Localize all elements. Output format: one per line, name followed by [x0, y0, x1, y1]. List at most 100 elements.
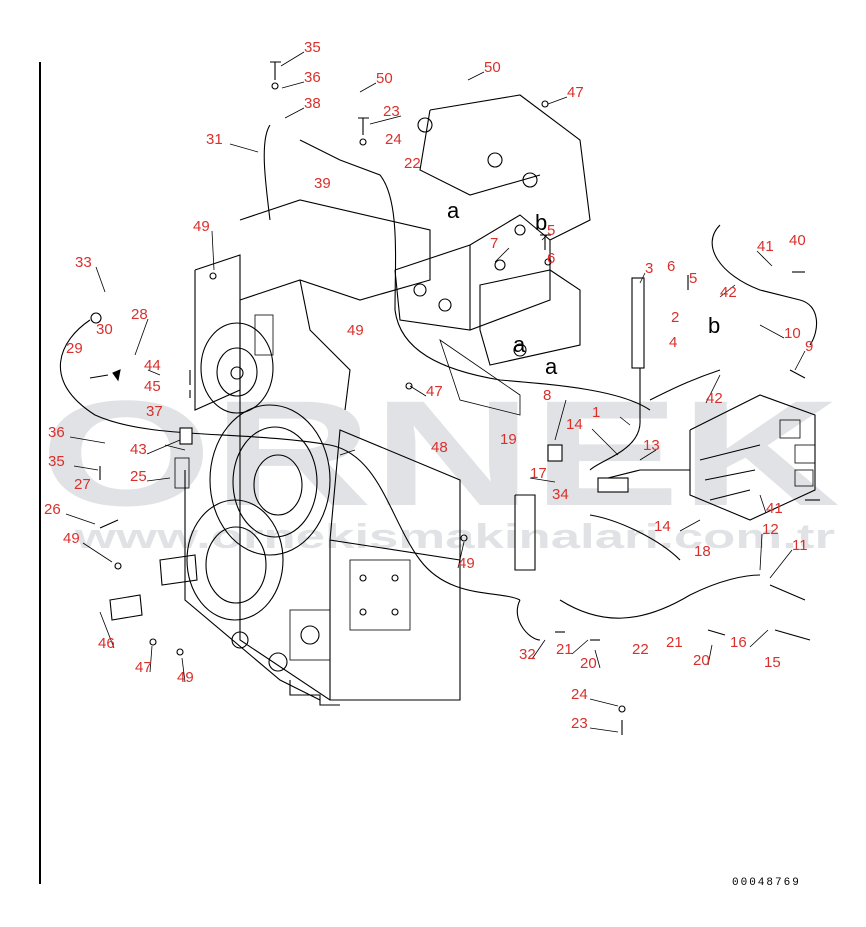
callout-36: 36 — [304, 69, 321, 86]
callout-40: 40 — [789, 232, 806, 249]
callout-43: 43 — [130, 441, 147, 458]
watermark: ORNEK www.ornekismakinalari.com.tr — [40, 369, 840, 556]
callout-49: 49 — [177, 669, 194, 686]
leader-line — [69, 436, 106, 444]
leader-line — [719, 284, 736, 298]
callout-19: 19 — [500, 431, 517, 448]
callout-32: 32 — [519, 646, 536, 663]
callout-23: 23 — [571, 715, 588, 732]
callout-8: 8 — [543, 387, 551, 404]
leader-line — [759, 324, 785, 339]
callout-6: 6 — [547, 250, 555, 267]
reference-lines — [164, 444, 356, 456]
callout-20: 20 — [580, 655, 597, 672]
leader-line — [149, 645, 153, 673]
callout-21: 21 — [556, 641, 573, 658]
callout-1: 1 — [592, 404, 600, 421]
callout-21: 21 — [666, 634, 683, 651]
callout-48: 48 — [431, 439, 448, 456]
callout-11: 11 — [792, 537, 808, 554]
leader-line — [147, 369, 161, 376]
callout-13: 13 — [643, 437, 660, 454]
callout-6: 6 — [667, 258, 675, 275]
pipes — [174, 277, 645, 493]
callout-31: 31 — [206, 131, 223, 148]
leader-line — [591, 428, 619, 456]
callout-16: 16 — [730, 634, 747, 651]
leader-line — [541, 234, 548, 241]
leader-line — [756, 250, 773, 267]
callout-49: 49 — [347, 322, 364, 339]
callout-22: 22 — [404, 155, 421, 172]
callout-15: 15 — [764, 654, 781, 671]
leader-line — [369, 115, 402, 125]
callout-2: 2 — [671, 309, 679, 326]
zone-letter-b: b — [708, 313, 720, 338]
leader-line — [82, 542, 113, 563]
callout-24: 24 — [385, 131, 402, 148]
callout-18: 18 — [694, 543, 711, 560]
callout-38: 38 — [304, 95, 321, 112]
leader-line — [749, 629, 769, 648]
callout-41: 41 — [757, 238, 774, 255]
solenoid-valve-block — [689, 394, 816, 521]
callout-4: 4 — [669, 334, 677, 351]
leader-line — [95, 266, 106, 293]
callout-5: 5 — [689, 270, 697, 287]
callout-17: 17 — [530, 465, 547, 482]
document-number: 00048769 — [732, 877, 801, 889]
leader-line — [589, 698, 619, 707]
callout-42: 42 — [706, 390, 723, 407]
leader-line — [639, 272, 646, 284]
leader-line — [769, 549, 793, 579]
callout-35: 35 — [48, 453, 65, 470]
callout-7: 7 — [490, 235, 498, 252]
callout-49: 49 — [193, 218, 210, 235]
leader-line — [594, 649, 601, 669]
leader-line — [759, 494, 767, 514]
leader-line — [359, 82, 377, 93]
leader-line — [409, 385, 427, 397]
callout-42: 42 — [720, 284, 737, 301]
leader-line — [571, 639, 589, 655]
callout-25: 25 — [130, 468, 147, 485]
transmission-drawing — [59, 61, 820, 735]
callout-47: 47 — [426, 383, 443, 400]
leader-line — [457, 541, 465, 569]
leader-line — [639, 449, 657, 461]
leader-line — [531, 639, 546, 660]
callout-37: 37 — [146, 403, 163, 420]
zone-letter-a: a — [513, 332, 526, 357]
callout-49: 49 — [458, 555, 475, 572]
callout-47: 47 — [567, 84, 584, 101]
callout-49: 49 — [63, 530, 80, 547]
callout-50: 50 — [484, 59, 501, 76]
watermark-site: www.ornekismakinalari.com.tr — [73, 518, 835, 556]
callout-14: 14 — [566, 416, 583, 433]
callout-23: 23 — [383, 103, 400, 120]
leader-line — [619, 416, 631, 426]
callout-50: 50 — [376, 70, 393, 87]
leader-line — [65, 513, 96, 525]
callout-12: 12 — [762, 521, 779, 538]
transmission-housing — [184, 199, 461, 706]
leader-line — [280, 51, 305, 67]
callout-27: 27 — [74, 476, 91, 493]
callout-34: 34 — [552, 486, 569, 503]
fasteners — [89, 61, 820, 735]
callout-20: 20 — [693, 652, 710, 669]
leader-line — [529, 477, 556, 483]
leader-line — [281, 81, 305, 89]
callout-5: 5 — [547, 222, 555, 239]
leader-line — [707, 644, 713, 666]
callout-33: 33 — [75, 254, 92, 271]
leader-line — [467, 71, 485, 81]
leader-line — [99, 611, 115, 649]
callout-24: 24 — [571, 686, 588, 703]
zone-letter-a: a — [545, 354, 558, 379]
callout-22: 22 — [632, 641, 649, 658]
leader-line — [547, 96, 568, 105]
